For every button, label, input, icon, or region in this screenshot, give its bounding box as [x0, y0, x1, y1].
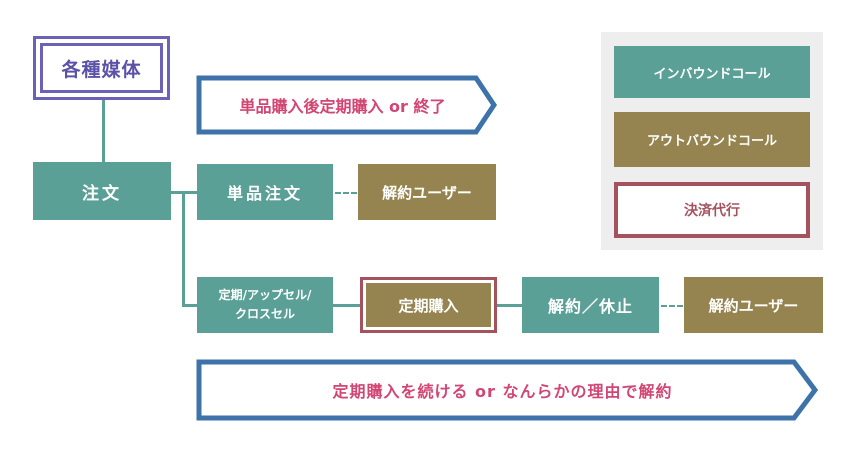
- subscription-order-line1: 定期/アップセル/: [218, 288, 312, 302]
- subscription-order-line2: クロスセル: [234, 307, 295, 321]
- subscription-to-purchase-line: [333, 304, 360, 307]
- branch-to-subscription-line: [182, 304, 197, 307]
- subscription-purchase-label: 定期購入: [398, 296, 459, 315]
- media-to-order-line: [102, 100, 105, 162]
- order-label: 注文: [82, 183, 122, 204]
- media-box: 各種媒体: [33, 36, 170, 100]
- legend-payment: 決済代行: [614, 182, 810, 238]
- legend-inbound-label: インバウンドコール: [653, 66, 771, 82]
- order-box: 注文: [33, 162, 171, 220]
- single-order-box: 単品注文: [197, 164, 333, 220]
- top-arrow-shape: [196, 75, 498, 135]
- legend-payment-label: 決済代行: [684, 203, 740, 219]
- media-label: 各種媒体: [61, 58, 142, 81]
- media-box-inner: 各種媒体: [40, 43, 163, 93]
- subscription-purchase-box: 定期購入: [360, 277, 497, 333]
- purchase-to-cancel-line: [497, 304, 522, 307]
- legend-outbound-label: アウトバウンドコール: [646, 134, 777, 149]
- subscription-cancel-user-box: 解約ユーザー: [684, 277, 823, 333]
- subscription-purchase-inner: 定期購入: [366, 283, 491, 327]
- single-order-label: 単品注文: [226, 184, 303, 203]
- bottom-arrow-label: 定期購入を続ける or なんらかの理由で解約: [332, 382, 673, 401]
- single-cancel-user-label: 解約ユーザー: [382, 183, 472, 202]
- cancel-to-cancel-user-dash: [661, 305, 683, 307]
- top-arrow-label: 単品購入後定期購入 or 終了: [239, 97, 446, 116]
- bottom-arrow-shape: [196, 359, 819, 421]
- legend-inbound: インバウンドコール: [614, 46, 810, 98]
- legend-outbound: アウトバウンドコール: [614, 112, 810, 167]
- single-cancel-user-box: 解約ユーザー: [358, 164, 496, 220]
- single-to-cancel-user-dash: [335, 192, 357, 194]
- cancel-pause-label: 解約／休止: [547, 297, 633, 316]
- subscription-cancel-user-label: 解約ユーザー: [708, 296, 799, 315]
- branch-vertical-line: [182, 191, 185, 307]
- cancel-pause-box: 解約／休止: [522, 277, 659, 333]
- subscription-order-box: 定期/アップセル/ クロスセル: [197, 277, 333, 333]
